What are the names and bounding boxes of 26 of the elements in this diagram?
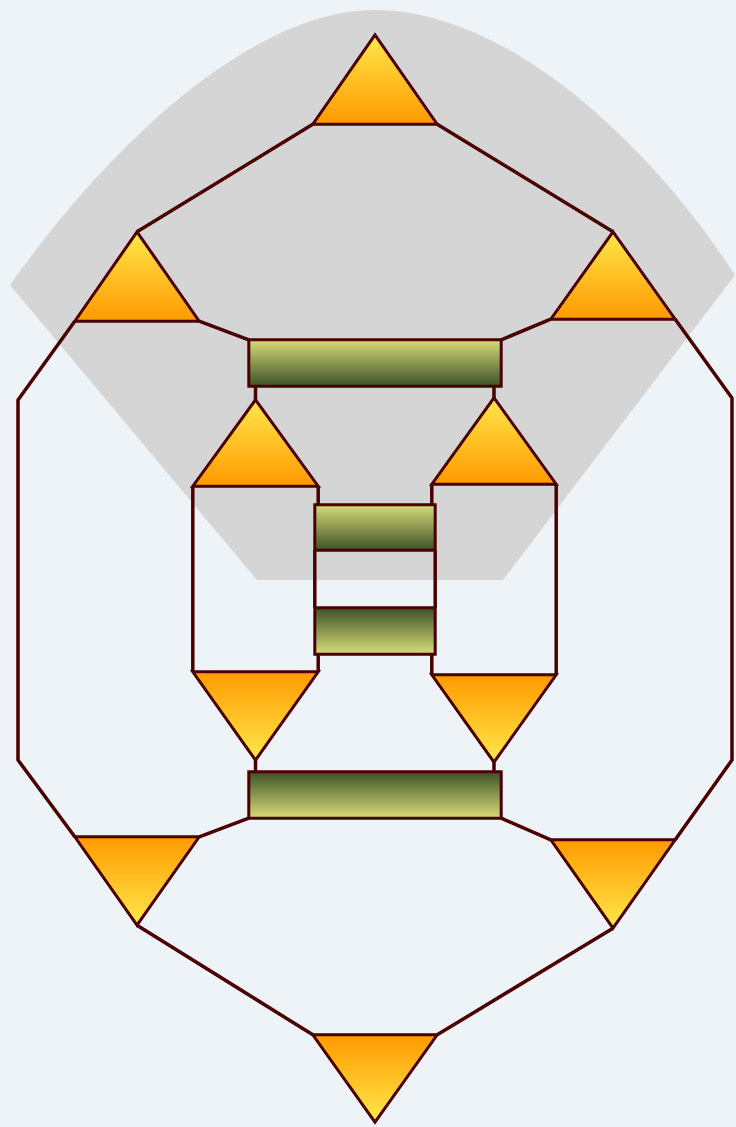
connector-line — [433, 550, 437, 608]
bar — [313, 606, 437, 656]
connector-line — [500, 816, 552, 842]
bar — [313, 503, 437, 552]
bar — [247, 338, 503, 388]
connector-line — [316, 486, 320, 505]
connector-line — [430, 654, 434, 675]
connector-line — [492, 386, 496, 398]
connector-line — [198, 816, 250, 839]
connector-line — [430, 484, 434, 505]
bar — [247, 770, 503, 820]
connector-line — [316, 654, 320, 672]
connector-line — [673, 318, 734, 841]
connector-line — [554, 484, 558, 675]
connector-line — [436, 926, 614, 1037]
connector-line — [191, 486, 195, 672]
connector-line — [198, 319, 250, 342]
connector-line — [500, 317, 552, 342]
connector-line — [253, 386, 258, 400]
connector-line — [16, 320, 77, 838]
connector-line — [253, 760, 258, 772]
connector-line — [492, 762, 496, 772]
connector-line — [436, 122, 614, 234]
connector-line — [136, 122, 314, 234]
connector-line — [313, 550, 317, 608]
connector-line — [136, 923, 314, 1037]
